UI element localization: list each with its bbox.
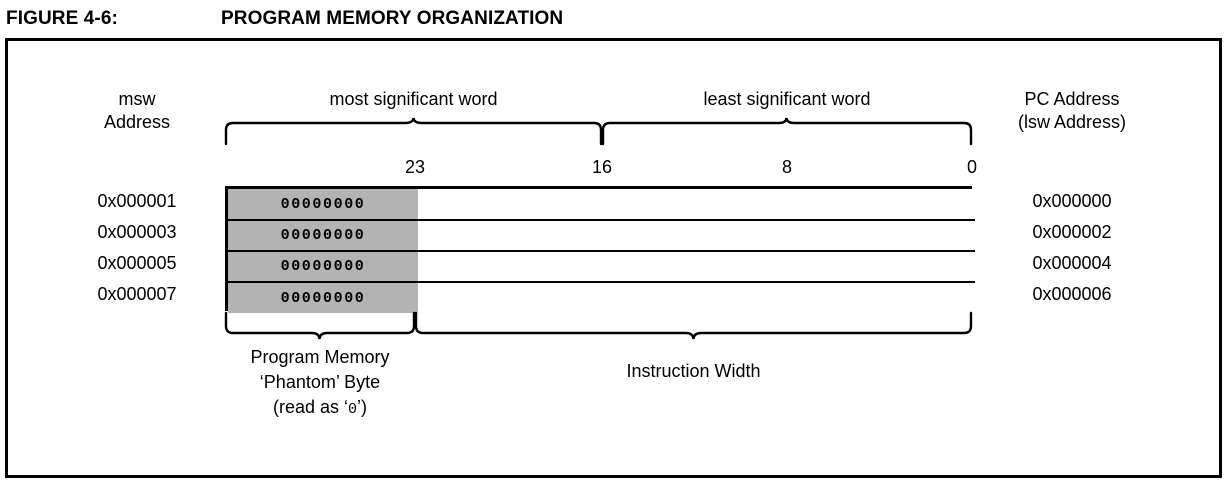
- figure-caption: FIGURE 4-6: PROGRAM MEMORY ORGANIZATION: [6, 5, 563, 33]
- instruction-byte-cell: [790, 251, 975, 283]
- most-significant-word-brace: [224, 117, 603, 146]
- phantom-byte-cell: 00000000: [228, 251, 418, 283]
- table-row: 00000000: [228, 220, 975, 252]
- bit-label-16: 16: [591, 157, 613, 177]
- msw-address-cell: 0x000005: [97, 253, 177, 273]
- pc-address-column: 0x000000 0x000002 0x000004 0x000006: [982, 186, 1162, 310]
- phantom-byte-cell: 00000000: [228, 189, 418, 221]
- pc-address-cell: 0x000002: [1032, 222, 1112, 242]
- msw-address-cell: 0x000001: [97, 191, 177, 211]
- instruction-byte-cell: [605, 282, 790, 313]
- phantom-caption-suffix: ’): [357, 397, 368, 417]
- instruction-byte-cell: [790, 220, 975, 252]
- least-significant-word-brace: [601, 117, 973, 146]
- phantom-byte-cell: 00000000: [228, 282, 418, 313]
- msw-address-cell: 0x000007: [97, 284, 177, 304]
- phantom-caption-line2: ‘Phantom’ Byte: [259, 372, 381, 392]
- msw-address-header-line1: msw: [118, 89, 156, 109]
- table-row: 00000000: [228, 251, 975, 283]
- instruction-byte-cell: [790, 189, 975, 221]
- instruction-byte-cell: [418, 189, 605, 221]
- phantom-caption-value: 0: [348, 401, 358, 418]
- msw-address-header-line2: Address: [103, 112, 171, 132]
- instruction-byte-cell: [605, 189, 790, 221]
- table-row: 00000000: [228, 189, 975, 221]
- least-significant-word-label: least significant word: [703, 89, 871, 109]
- bit-label-8: 8: [781, 157, 792, 177]
- instruction-width-brace: [414, 311, 973, 340]
- phantom-byte-cell: 00000000: [228, 220, 418, 252]
- phantom-caption-line3: (read as ‘0’): [225, 395, 415, 422]
- program-memory-table: 00000000 00000000 00000000 00000000: [225, 186, 975, 313]
- instruction-byte-cell: [418, 282, 605, 313]
- instruction-byte-cell: [418, 220, 605, 252]
- figure-label: FIGURE 4-6:: [6, 8, 118, 29]
- msw-address-cell: 0x000003: [97, 222, 177, 242]
- figure-title: PROGRAM MEMORY ORGANIZATION: [221, 8, 564, 29]
- instruction-byte-cell: [418, 251, 605, 283]
- pc-address-header: PC Address (lsw Address): [982, 88, 1162, 134]
- instruction-byte-cell: [605, 251, 790, 283]
- figure-frame: [5, 38, 1222, 478]
- phantom-byte-brace: [224, 311, 416, 340]
- pc-address-header-line1: PC Address: [1024, 89, 1120, 109]
- phantom-byte-caption: Program Memory ‘Phantom’ Byte (read as ‘…: [225, 345, 415, 422]
- pc-address-cell: 0x000004: [1032, 253, 1112, 273]
- msw-address-header: msw Address: [62, 88, 212, 134]
- msw-address-column: 0x000001 0x000003 0x000005 0x000007: [62, 186, 212, 310]
- pc-address-cell: 0x000006: [1032, 284, 1112, 304]
- table-row: 00000000: [228, 282, 975, 313]
- phantom-caption-line1: Program Memory: [250, 347, 390, 367]
- instruction-byte-cell: [790, 282, 975, 313]
- pc-address-header-line2: (lsw Address): [1017, 112, 1127, 132]
- pc-address-cell: 0x000000: [1032, 191, 1112, 211]
- most-significant-word-label: most significant word: [329, 89, 498, 109]
- phantom-caption-prefix: (read as ‘: [272, 397, 349, 417]
- bit-label-0: 0: [966, 157, 977, 177]
- instruction-byte-cell: [605, 220, 790, 252]
- instruction-width-caption: Instruction Width: [626, 361, 761, 381]
- bit-label-23: 23: [404, 157, 426, 177]
